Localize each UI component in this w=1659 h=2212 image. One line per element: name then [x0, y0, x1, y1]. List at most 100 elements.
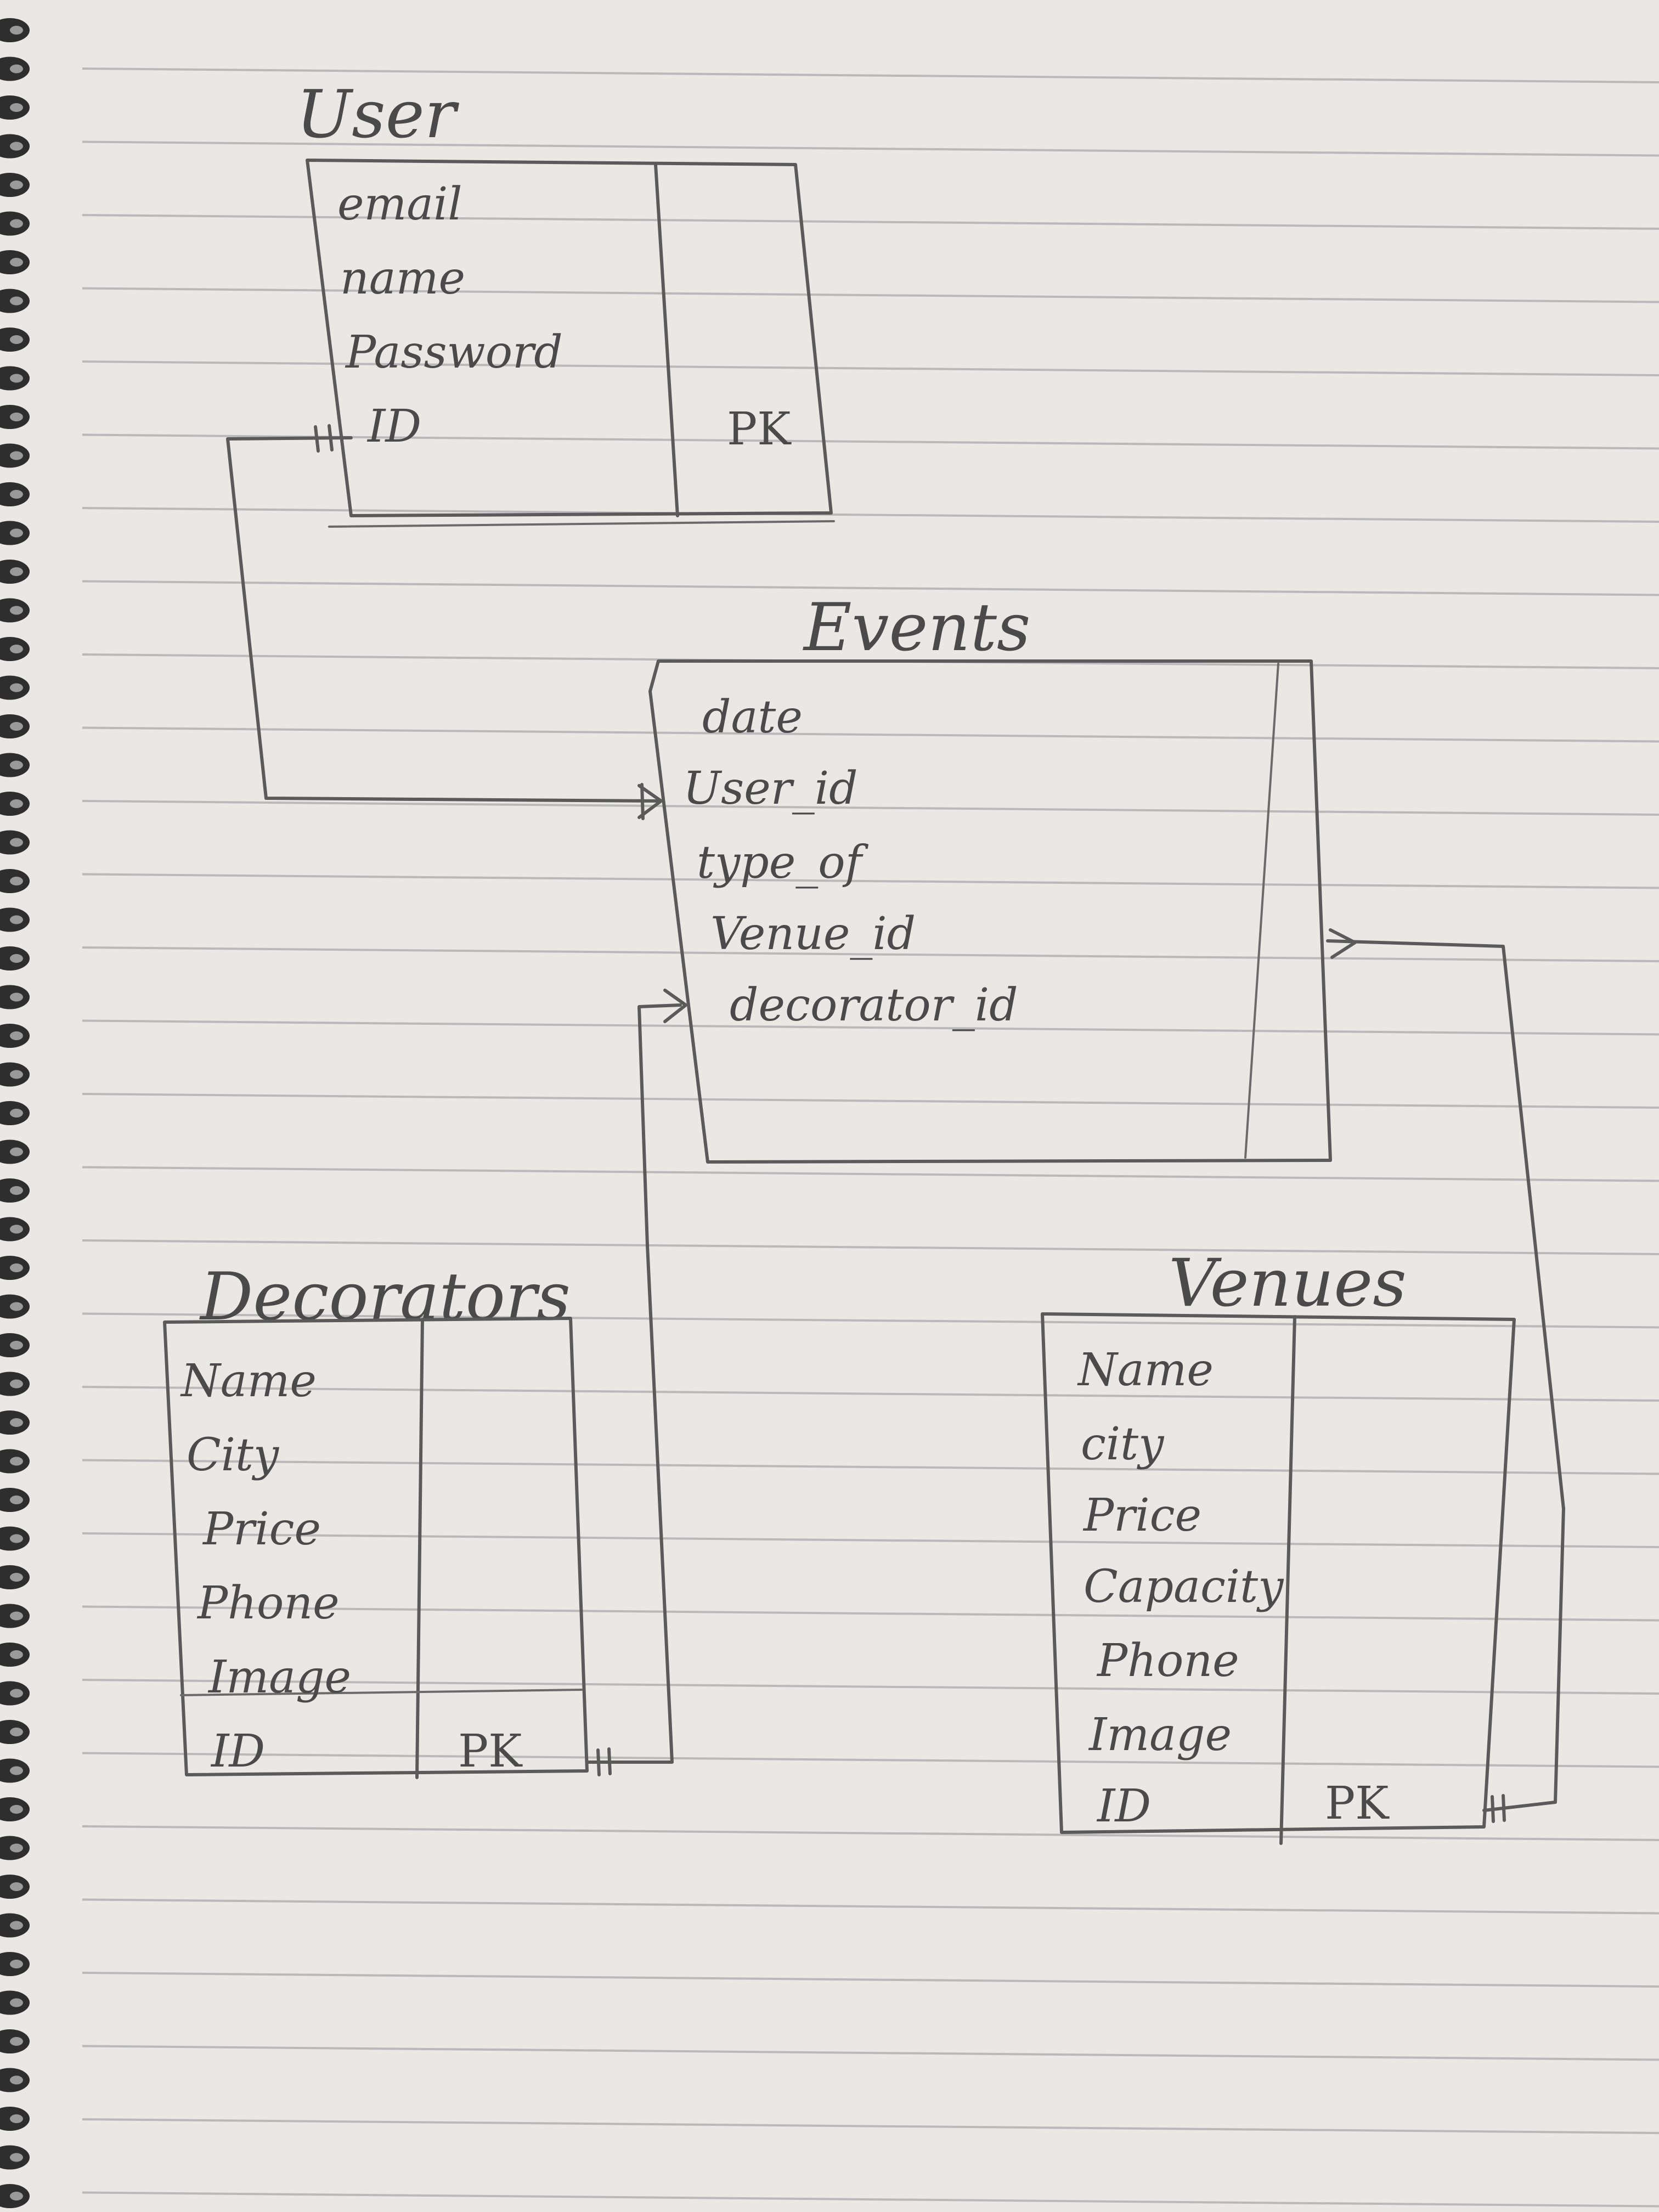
decorators-field-id: ID [210, 1725, 265, 1778]
spiral-ring-highlight [10, 1728, 23, 1736]
relationship-user-events [226, 424, 663, 820]
venues-table-divider [1279, 1315, 1296, 1845]
venues-field-capacity: Capacity [1084, 1561, 1284, 1613]
decorators-table-outline [163, 1317, 589, 1776]
spiral-ring-highlight [10, 1109, 23, 1118]
spiral-ring-highlight [10, 992, 23, 1002]
spiral-ring-highlight [10, 722, 23, 731]
relationship-decorators-events [585, 989, 687, 1776]
spiral-ring-highlight [10, 1882, 23, 1891]
spiral-ring-highlight [10, 799, 23, 808]
many-marker-events-decorator-id [663, 989, 687, 1023]
venues-table-outline [1041, 1312, 1516, 1834]
ruled-line [82, 1679, 1659, 1695]
ruled-line [82, 1752, 1659, 1768]
ruled-line [82, 873, 1659, 889]
ruled-line [82, 360, 1659, 376]
spiral-ring-highlight [10, 413, 23, 421]
spiral-ring-highlight [10, 915, 23, 924]
spiral-ring-highlight [10, 64, 23, 74]
user-table-outline [306, 159, 833, 517]
spiral-ring-highlight [10, 1457, 23, 1466]
venues-field-phone: Phone [1096, 1635, 1239, 1687]
spiral-ring-highlight [10, 258, 23, 267]
entity-title-venues: Venues [1169, 1245, 1407, 1322]
spiral-ring-highlight [10, 335, 23, 344]
venues-pk-label: PK [1325, 1778, 1390, 1830]
spiral-ring-highlight [10, 1650, 23, 1659]
ruled-line [82, 1898, 1659, 1915]
ruled-line [82, 1312, 1659, 1329]
spiral-ring-highlight [10, 1921, 23, 1930]
decorators-id-row-line [180, 1689, 583, 1696]
spiral-ring-highlight [10, 1573, 23, 1582]
user-field-email: email [337, 178, 462, 230]
entity-decorators: Decorators Name City Price Phone Image I… [163, 1259, 589, 1779]
entity-events: Events date User_id type_of Venue_id dec… [648, 590, 1332, 1164]
entity-title-events: Events [803, 590, 1031, 666]
ruled-line [82, 67, 1659, 83]
connector-user-to-events [226, 436, 660, 803]
ruled-line [82, 214, 1659, 230]
entity-venues: Venues Name city Price Capacity Phone Im… [1041, 1245, 1516, 1845]
spiral-ring-highlight [10, 2192, 23, 2200]
ruled-line [82, 1093, 1659, 1109]
entity-title-user: User [296, 77, 460, 153]
spiral-ring-highlight [10, 1998, 23, 2007]
spiral-ring-highlight [10, 1843, 23, 1853]
venues-field-id: ID [1096, 1780, 1151, 1832]
ruled-line [82, 1239, 1659, 1255]
user-table-underline [328, 520, 835, 528]
spiral-ring-highlight [10, 1379, 23, 1389]
many-marker-events-user-id [637, 783, 663, 820]
user-field-id: ID [366, 400, 421, 453]
user-field-password: Password [345, 326, 563, 379]
spiral-ring-highlight [10, 877, 23, 885]
spiral-ring-highlight [10, 528, 23, 538]
events-field-date: date [702, 691, 803, 743]
ruled-line [82, 140, 1659, 157]
spiral-ring-highlight [10, 26, 23, 35]
events-field-type-of: type_of [697, 837, 869, 889]
user-field-name: name [340, 252, 465, 304]
spiral-ring-highlight [10, 1031, 23, 1040]
ruled-line [82, 1166, 1659, 1182]
spiral-ring-highlight [10, 180, 23, 189]
spiral-ring-highlight [10, 219, 23, 228]
spiral-ring-highlight [10, 103, 23, 112]
ruled-lines [82, 67, 1659, 2208]
spiral-ring-highlight [10, 1496, 23, 1504]
ruled-line [82, 1532, 1659, 1548]
spiral-ring-highlight [10, 1070, 23, 1079]
spiral-ring-highlight [10, 683, 23, 692]
ruled-line [82, 946, 1659, 962]
events-table-outline [648, 659, 1332, 1164]
decorators-field-city: City [187, 1429, 280, 1481]
spiral-ring-highlight [10, 1960, 23, 1968]
spiral-ring-highlight [10, 1341, 23, 1350]
entity-title-decorators: Decorators [199, 1259, 571, 1335]
events-field-user-id: User_id [683, 763, 858, 815]
ruled-line [82, 1605, 1659, 1622]
spiral-ring-highlight [10, 1418, 23, 1427]
decorators-field-name: Name [180, 1355, 317, 1407]
one-marker-venues [1491, 1794, 1506, 1823]
ruled-line [82, 726, 1659, 743]
spiral-ring-highlight [10, 142, 23, 151]
ruled-line [82, 2045, 1659, 2061]
spiral-ring-highlight [10, 2114, 23, 2123]
spiral-ring-highlight [10, 1611, 23, 1621]
spiral-ring-highlight [10, 1224, 23, 1234]
spiral-ring-highlight [10, 2037, 23, 2046]
venues-field-image: Image [1088, 1709, 1232, 1761]
spiral-ring-highlight [10, 954, 23, 963]
spiral-ring-highlight [10, 838, 23, 847]
ruled-line [82, 1825, 1659, 1841]
decorators-table-divider [415, 1318, 424, 1779]
events-field-decorator-id: decorator_id [730, 979, 1018, 1031]
one-marker-decorators [596, 1747, 612, 1776]
ruled-line [82, 1019, 1659, 1036]
ruled-line [82, 2118, 1659, 2134]
spiral-ring-highlight [10, 1689, 23, 1698]
